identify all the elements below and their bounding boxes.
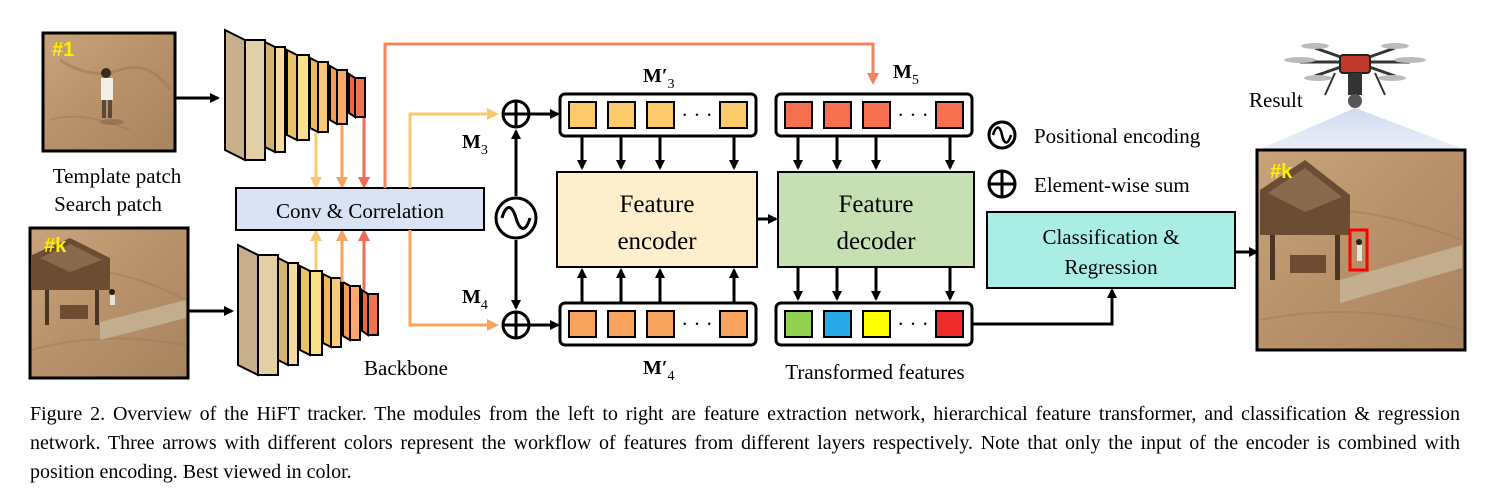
camera-beam — [1258, 108, 1466, 150]
m4p-feature-row — [558, 301, 758, 347]
positional-encoding-icon — [494, 196, 538, 240]
backbone-label: Backbone — [364, 356, 448, 380]
backbone-lower — [237, 243, 379, 377]
m3p-label: M′3 — [643, 65, 675, 92]
legend-element-wise-sum-icon — [987, 169, 1017, 199]
m4p-dots: · · · — [681, 312, 712, 336]
m5-feature-row — [774, 92, 974, 138]
conv-correlation-label: Conv & Correlation — [276, 199, 444, 223]
lorange-arrow-to-m4 — [408, 230, 499, 331]
encoder-label-1: Feature — [620, 191, 695, 218]
template-patch-image — [41, 31, 177, 153]
result-label: Result — [1249, 88, 1303, 112]
transformed-feature-row — [774, 301, 974, 347]
legend-element-wise-sum-label: Element-wise sum — [1034, 173, 1190, 197]
m4p-to-encoder-arrows — [577, 268, 739, 303]
transformed-to-cls-arrow — [972, 288, 1117, 326]
m5-label: M5 — [893, 61, 919, 88]
transformed-features-label: Transformed features — [785, 360, 964, 384]
m5-to-decoder-arrows — [793, 136, 955, 170]
decoder-to-output-arrows — [793, 267, 955, 301]
m5-dots: · · · — [897, 103, 928, 127]
tracking-bounding-box — [1348, 228, 1369, 272]
cls-label-1: Classification & — [1042, 225, 1179, 249]
sum-upper — [501, 99, 531, 129]
legend-positional-encoding-label: Positional encoding — [1034, 124, 1201, 148]
conv-correlation-box — [235, 187, 485, 231]
sum-lower — [501, 310, 531, 340]
figure-caption: Figure 2. Overview of the HiFT tracker. … — [30, 403, 1460, 483]
yellow-arrow-to-m3 — [408, 108, 499, 188]
m4p-label: M′4 — [643, 357, 675, 384]
search-patch-image — [28, 226, 190, 380]
drone-icon — [1284, 43, 1426, 108]
m3p-to-encoder-arrows — [577, 136, 739, 170]
hift-diagram: #1 #k Template patch Search patch — [28, 28, 1467, 384]
decoder-label-2: decoder — [836, 228, 916, 255]
orange-arrow-to-m5 — [383, 42, 879, 188]
legend-positional-encoding-icon — [987, 120, 1017, 150]
m3p-feature-row — [558, 92, 758, 138]
template-patch-label: Template patch — [53, 164, 182, 188]
encoder-label-2: encoder — [617, 228, 697, 255]
search-tag: #k — [44, 235, 67, 257]
backbone-upper — [224, 28, 366, 162]
result-tag: #k — [1270, 161, 1293, 183]
feature-encoder-box — [556, 171, 758, 268]
template-tag: #1 — [52, 39, 74, 61]
m4-label: M4 — [462, 286, 488, 313]
search-patch-label: Search patch — [54, 192, 162, 216]
classification-regression-box — [986, 211, 1236, 289]
result-image — [1255, 148, 1467, 352]
m3p-dots: · · · — [681, 103, 712, 127]
cls-label-2: Regression — [1064, 255, 1158, 279]
m3-label: M3 — [462, 131, 488, 158]
decoder-label-1: Feature — [839, 191, 914, 218]
transformed-dots: · · · — [897, 312, 928, 336]
